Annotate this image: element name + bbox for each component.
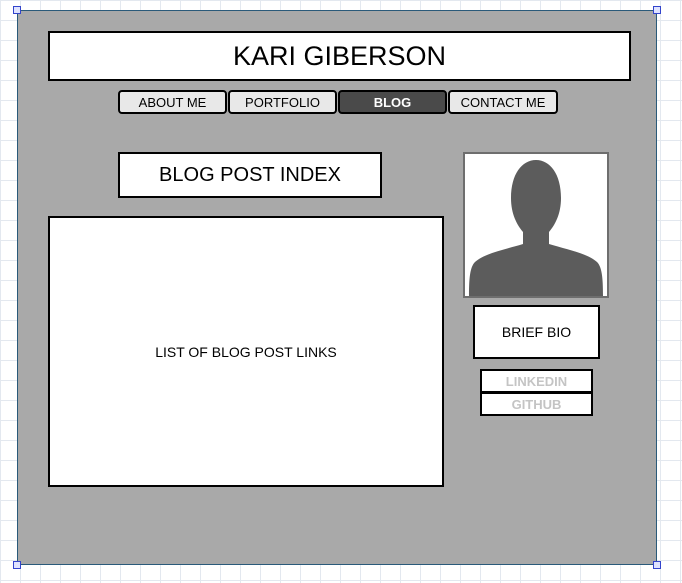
- nav-blog[interactable]: BLOG: [338, 90, 447, 114]
- nav-contact-me[interactable]: CONTACT ME: [448, 90, 558, 114]
- site-title: KARI GIBERSON: [48, 31, 631, 81]
- selection-handle-bottom-left[interactable]: [13, 561, 21, 569]
- nav-portfolio[interactable]: PORTFOLIO: [228, 90, 337, 114]
- blog-post-list: LIST OF BLOG POST LINKS: [48, 216, 444, 487]
- selection-handle-top-left[interactable]: [13, 6, 21, 14]
- github-link[interactable]: GITHUB: [480, 392, 593, 416]
- brief-bio: BRIEF BIO: [473, 305, 600, 359]
- selection-handle-top-right[interactable]: [653, 6, 661, 14]
- avatar: [463, 152, 609, 298]
- page-heading: BLOG POST INDEX: [118, 152, 382, 198]
- nav-about-me[interactable]: ABOUT ME: [118, 90, 227, 114]
- linkedin-link[interactable]: LINKEDIN: [480, 369, 593, 393]
- wireframe-canvas: KARI GIBERSON ABOUT ME PORTFOLIO BLOG CO…: [17, 10, 657, 565]
- person-silhouette-icon: [469, 160, 603, 296]
- selection-handle-bottom-right[interactable]: [653, 561, 661, 569]
- blog-post-list-placeholder: LIST OF BLOG POST LINKS: [155, 343, 337, 360]
